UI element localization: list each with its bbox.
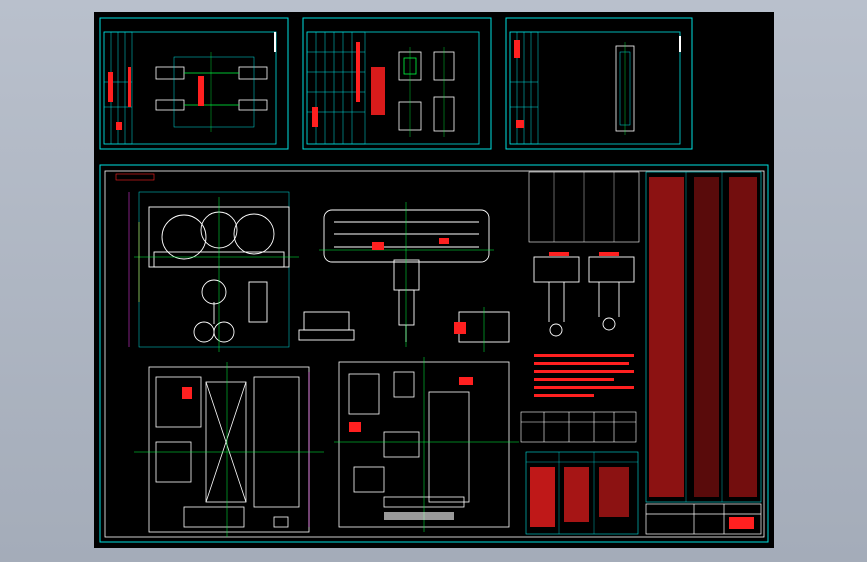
sheet-3-border	[505, 17, 693, 150]
cad-viewport[interactable]	[94, 12, 774, 548]
sheet-3-inner-frame	[509, 31, 681, 145]
sheet-2-border	[302, 17, 492, 150]
sheet-2-drawing	[398, 47, 455, 137]
cad-drawing	[99, 17, 769, 543]
sheet-1-white-edge	[274, 32, 276, 52]
sheet-2[interactable]	[302, 17, 492, 150]
parts-table-top	[528, 171, 640, 243]
sheet-main[interactable]	[99, 164, 769, 543]
sheet-2-red-notes	[312, 42, 385, 127]
spec-table-bottom	[525, 451, 639, 535]
main-sheet-border	[99, 164, 769, 543]
plan-view-center	[334, 357, 519, 532]
bill-of-materials	[645, 171, 762, 503]
hook-assemblies	[533, 252, 635, 337]
spec-table-middle	[520, 411, 637, 443]
title-block	[645, 503, 762, 535]
plan-view-left	[134, 362, 324, 537]
sheet-3[interactable]	[505, 17, 693, 150]
sheet-2-inner-frame	[306, 31, 480, 145]
sheet-3-white-edge	[679, 36, 681, 52]
sheet-1-drawing	[155, 52, 268, 132]
hoist-front-view	[319, 202, 494, 347]
main-sheet-label-box	[115, 173, 155, 181]
sheet-1-border	[99, 17, 289, 150]
main-sheet-inner-frame	[104, 170, 765, 538]
detail-parts	[298, 307, 510, 352]
sheet-2-title-strip	[306, 31, 366, 145]
sheet-1-red-notes	[108, 67, 131, 130]
sheet-1[interactable]	[99, 17, 289, 150]
technical-notes	[534, 354, 634, 397]
hoist-side-view	[128, 191, 299, 352]
sheet-3-red-notes	[514, 40, 524, 128]
sheet-3-drawing	[615, 42, 635, 135]
